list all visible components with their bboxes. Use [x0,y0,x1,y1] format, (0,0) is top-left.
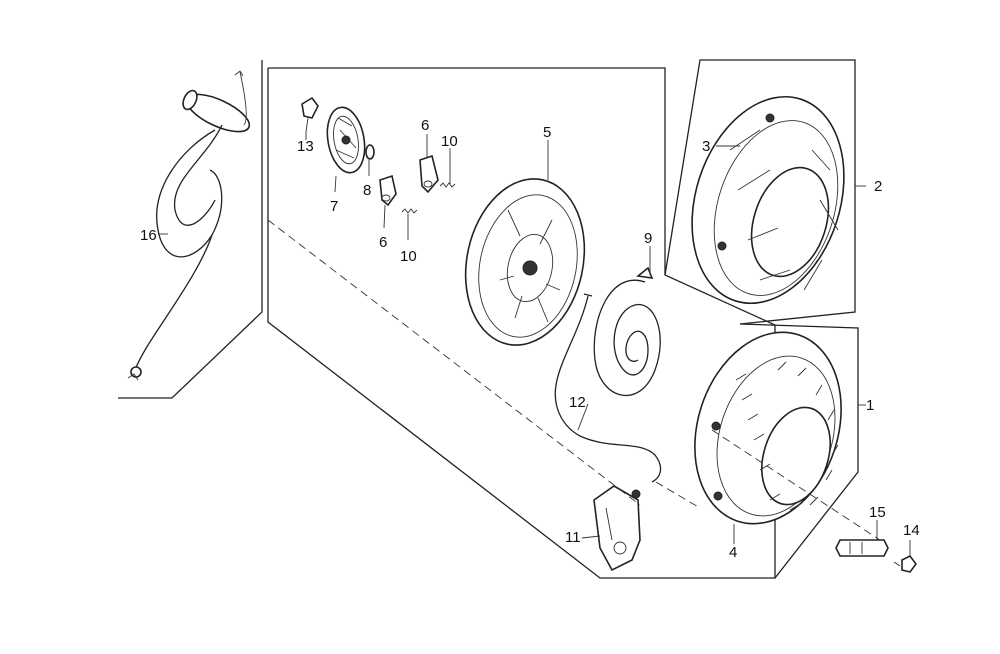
starter-cover-part-2 [691,95,845,305]
callout-10-lower: 10 [400,248,417,265]
ratchet-guide-part-7 [326,106,366,174]
leader-11 [581,535,601,539]
callout-6-lower: 6 [379,234,387,251]
pin-part-15 [835,539,889,557]
leader-lines [158,132,911,556]
starter-case-part-1 [694,331,842,525]
ratchet-part-6-lower [379,174,397,207]
callout-numbers: 1 2 3 4 5 6 6 7 8 9 10 10 11 12 13 14 15… [140,117,920,561]
callout-7: 7 [330,198,338,215]
callout-5: 5 [543,124,551,141]
spring-part-10-upper [439,182,456,188]
leader-6-lower [383,204,386,229]
washer-part-8 [365,144,375,160]
cover-group-frame [664,59,856,325]
callout-1: 1 [866,397,874,414]
case-group-frame [739,323,859,579]
callout-10-upper: 10 [441,133,458,150]
callout-8: 8 [363,182,371,199]
starter-reel-part-5 [464,178,586,346]
starter-rope-grip-part [127,70,251,381]
bolt-part-13 [301,96,319,133]
bolt-part-14 [893,554,917,573]
lever-part-11 [593,485,641,572]
callout-3: 3 [702,138,710,155]
callout-15: 15 [869,504,886,521]
assembly-axis-lever [267,219,641,506]
callout-2: 2 [874,178,882,195]
recoil-spring-part-9 [593,266,661,397]
rope-group-frame [118,60,263,399]
ratchet-part-6-upper [419,154,439,194]
assembly-axis-pin [711,429,881,541]
rope-part-12 [554,293,662,483]
callout-9: 9 [644,230,652,247]
assembly-axis-rope [655,481,701,509]
callout-16: 16 [140,227,157,244]
callout-6-upper: 6 [421,117,429,134]
callout-13: 13 [297,138,314,155]
leader-12 [577,403,589,431]
spring-part-10-lower [401,208,418,214]
callout-14: 14 [903,522,920,539]
leader-7 [334,175,337,193]
callout-12: 12 [569,394,586,411]
callout-4: 4 [729,544,737,561]
callout-11: 11 [565,529,581,546]
